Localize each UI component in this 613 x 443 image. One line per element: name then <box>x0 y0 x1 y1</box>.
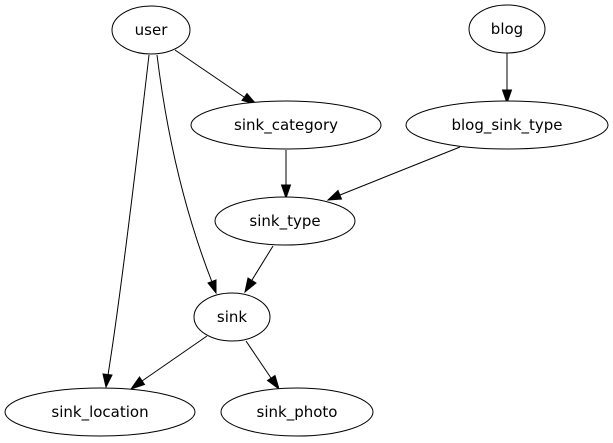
edge-user-to-sink <box>156 54 217 295</box>
node-blog-sink-type: blog_sink_type <box>405 100 609 150</box>
node-label-sink: sink <box>217 308 247 326</box>
edge-sink-to-sink-location <box>129 335 208 390</box>
edge-blog-sink-type-to-sink-type <box>326 146 461 201</box>
node-label-sink-location: sink_location <box>51 403 148 422</box>
edge-sink-category-to-sink-type <box>280 150 292 200</box>
node-sink-location: sink_location <box>4 387 196 437</box>
node-label-blog: blog <box>491 20 523 38</box>
node-label-blog-sink-type: blog_sink_type <box>451 116 562 135</box>
edge-user-to-sink-location <box>102 54 150 389</box>
edge-blog-to-blog-sink-type <box>501 53 513 105</box>
graph-nodes: user blog sink_category blog_sink_type s… <box>4 4 609 437</box>
node-label-sink-photo: sink_photo <box>257 403 338 422</box>
node-label-sink-type: sink_type <box>249 212 320 231</box>
graph-edges <box>102 49 513 391</box>
node-sink-type: sink_type <box>214 196 356 246</box>
node-label-user: user <box>135 21 169 39</box>
node-sink-photo: sink_photo <box>220 387 374 437</box>
node-sink-category: sink_category <box>190 100 382 150</box>
edge-sink-to-sink-photo <box>245 340 280 391</box>
edge-user-to-sink-category <box>174 49 258 105</box>
node-user: user <box>111 5 191 55</box>
edge-sink-type-to-sink <box>244 245 274 294</box>
node-blog: blog <box>468 4 546 54</box>
node-sink: sink <box>193 292 271 342</box>
node-label-sink-category: sink_category <box>234 116 338 135</box>
